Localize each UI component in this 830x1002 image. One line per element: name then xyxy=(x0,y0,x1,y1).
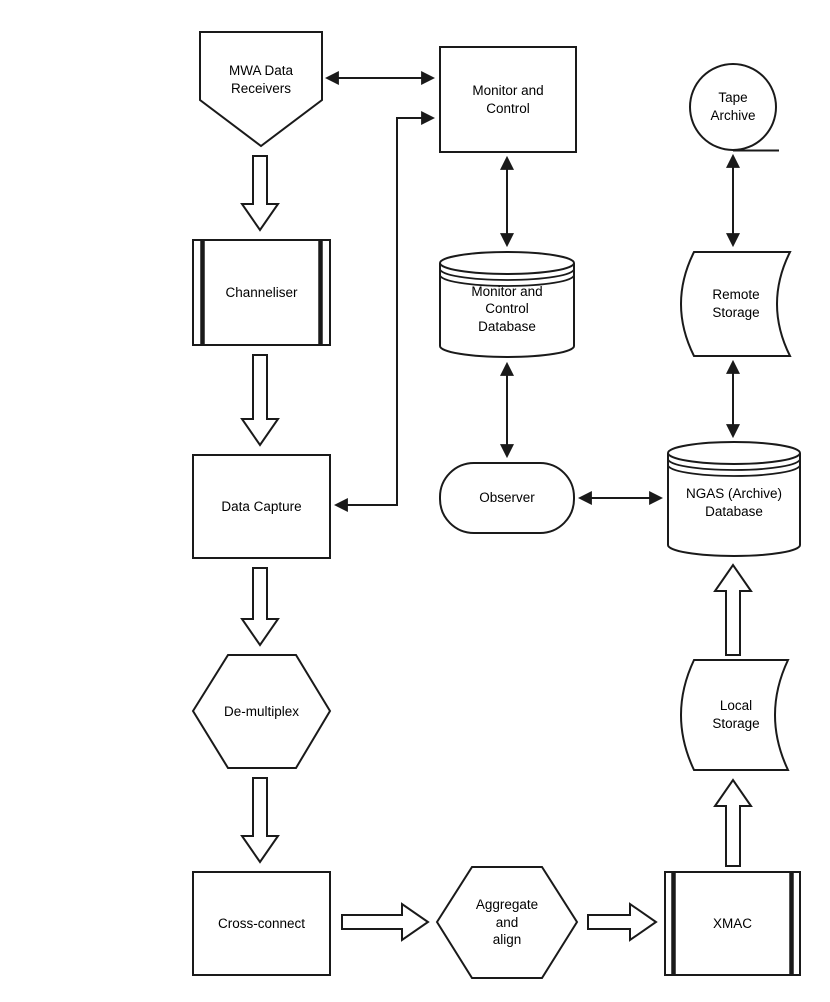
shape-layer xyxy=(191,31,801,979)
node-label-remote-storage: Remote Storage xyxy=(712,287,760,320)
shape-xmac xyxy=(664,871,801,976)
shape-data-capture xyxy=(192,454,331,559)
block-arrow-channeliser-datacapture xyxy=(240,354,280,447)
node-label-aggregate-and-align: Aggregate and align xyxy=(475,897,539,948)
shape-cross-connect xyxy=(192,871,331,976)
node-label-observer: Observer xyxy=(479,490,535,506)
block-arrow-receivers-channeliser xyxy=(240,155,280,232)
connector-layer xyxy=(324,71,740,512)
mc-database-rim-1 xyxy=(439,268,575,281)
mc-database-rim-2 xyxy=(439,274,575,287)
shape-mwa-data-receivers xyxy=(199,31,323,148)
node-label-mc-database: Monitor and Control Database xyxy=(471,283,543,334)
node-label-xmac: XMAC xyxy=(712,915,752,931)
block-arrow-localstorage-ngas xyxy=(713,563,753,656)
shape-observer xyxy=(439,462,575,534)
shape-remote-storage xyxy=(680,251,792,357)
node-label-data-capture: Data Capture xyxy=(221,498,302,514)
shape-channeliser xyxy=(192,239,331,346)
node-label-channeliser: Channeliser xyxy=(225,284,298,300)
node-label-local-storage: Local Storage xyxy=(712,698,760,731)
shape-ngas-database-top xyxy=(667,441,801,465)
shape-mc-database-top xyxy=(439,251,575,275)
ngas-database-rim-2 xyxy=(667,464,801,477)
block-arrow-aggregate-xmac xyxy=(587,902,658,942)
shape-ngas-database-body xyxy=(667,453,801,557)
block-arrow-datacapture-demultiplex xyxy=(240,567,280,647)
block-arrow-crossconnect-aggregate xyxy=(341,902,430,942)
block-arrow-layer xyxy=(240,155,753,942)
node-label-monitor-and-control: Monitor and Control xyxy=(472,82,544,116)
block-arrow-demultiplex-crossconnect xyxy=(240,777,280,864)
shape-mc-database-body xyxy=(439,263,575,358)
shape-local-storage xyxy=(680,659,790,771)
block-arrow-xmac-localstorage xyxy=(713,778,753,867)
ngas-database-rim-1 xyxy=(667,458,801,471)
shape-aggregate-and-align xyxy=(435,866,579,979)
node-label-de-multiplex: De-multiplex xyxy=(223,703,300,719)
node-label-cross-connect: Cross-connect xyxy=(217,915,306,931)
shape-monitor-and-control xyxy=(439,46,577,153)
arrow-monitorcontrol-datacapture xyxy=(333,111,436,512)
node-label-tape-archive: Tape Archive xyxy=(710,90,756,123)
node-label-mwa-data-receivers: MWA Data Receivers xyxy=(228,63,293,96)
node-label-ngas-database: NGAS (Archive) Database xyxy=(685,486,783,519)
shape-de-multiplex xyxy=(191,654,332,769)
